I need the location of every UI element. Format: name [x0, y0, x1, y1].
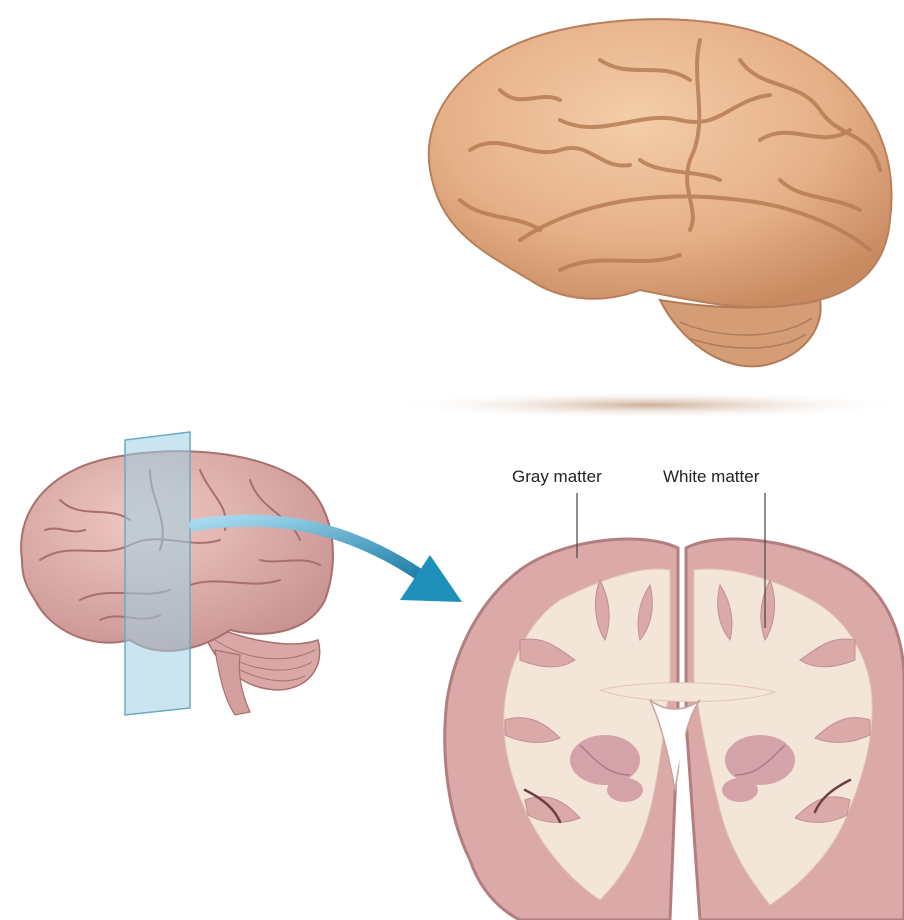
white-matter-label: White matter: [663, 467, 759, 487]
brain-illustration-lateral: [21, 432, 333, 715]
cutting-plane: [125, 432, 190, 715]
brain-photo: [390, 19, 904, 419]
cerebellum: [660, 300, 821, 366]
third-ventricle: [682, 720, 683, 840]
coronal-section: [445, 539, 904, 920]
brain-shadow: [390, 391, 904, 419]
gray-matter-label: Gray matter: [512, 467, 602, 487]
cerebrum: [429, 19, 892, 307]
